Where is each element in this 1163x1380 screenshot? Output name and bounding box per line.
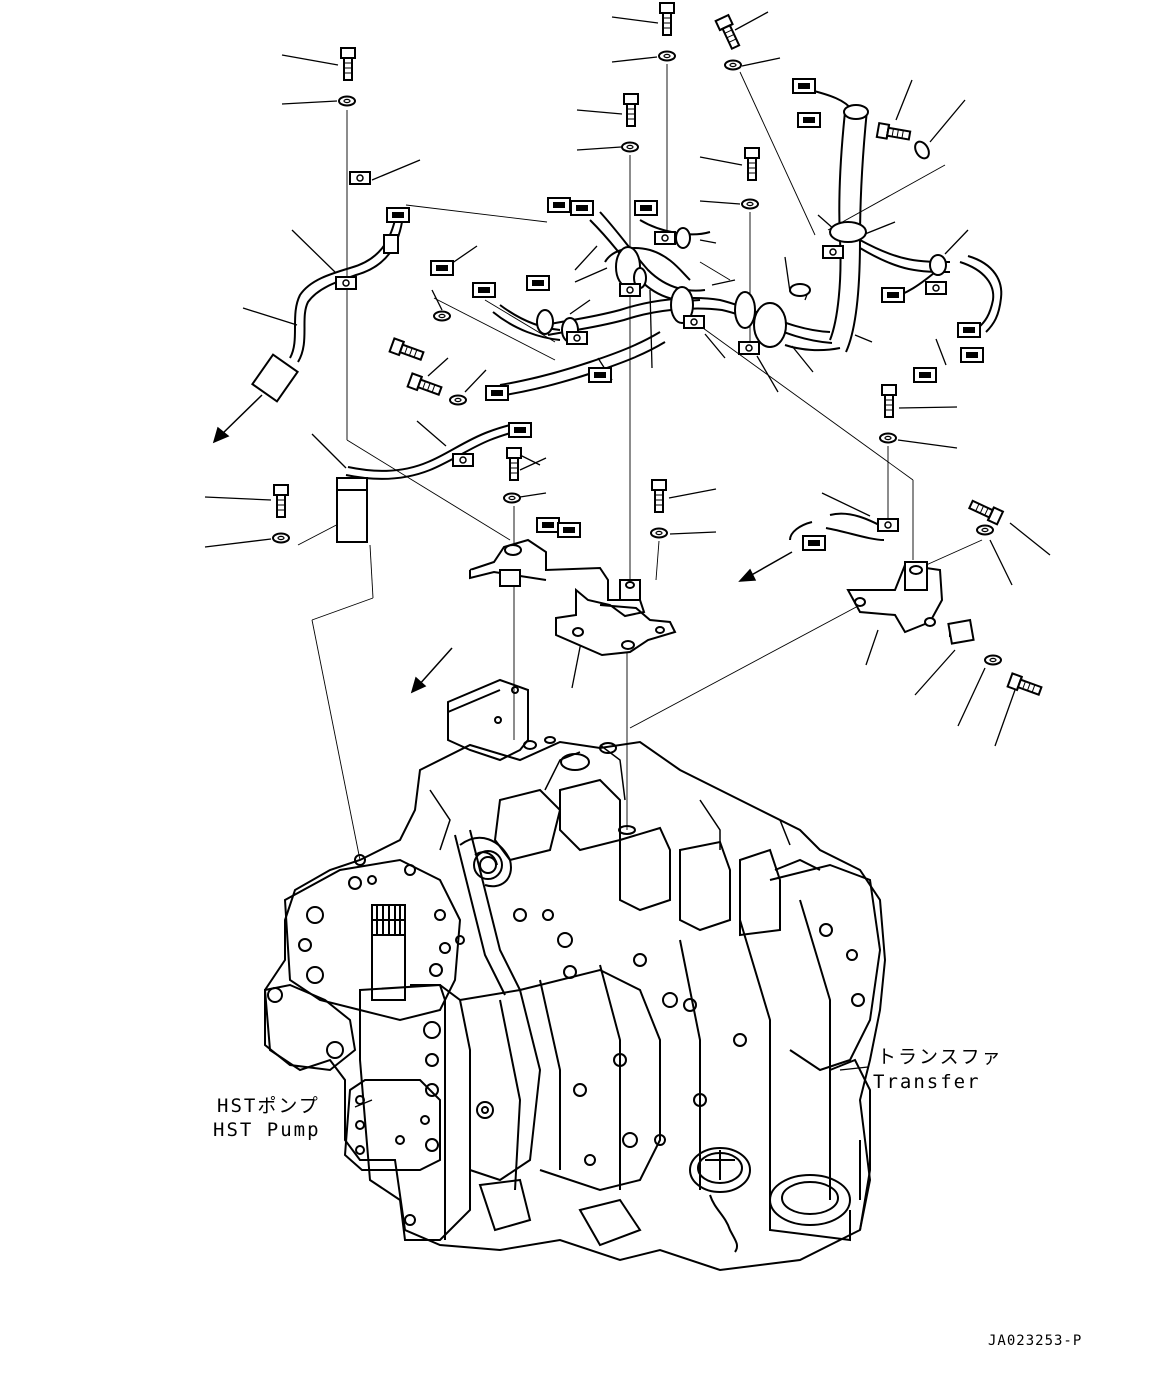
harness-clamps xyxy=(335,171,971,637)
wire-harness xyxy=(289,89,1003,541)
right-bracket xyxy=(846,561,975,645)
sensor-connector-left xyxy=(250,234,399,543)
bolts-and-washers xyxy=(272,2,1044,699)
direction-arrows xyxy=(212,394,793,694)
projection-lines xyxy=(297,64,983,861)
grommets xyxy=(536,104,947,348)
drawing-code: JA023253-P xyxy=(988,1333,1083,1349)
leader-lines xyxy=(204,11,1051,747)
hst-pump-label-en: HST Pump xyxy=(213,1119,321,1141)
transfer-label-en: Transfer xyxy=(873,1071,981,1093)
hst-pump-label-ja: HSTポンプ xyxy=(217,1095,320,1117)
part-name-leaders xyxy=(354,1066,869,1108)
center-bracket xyxy=(469,538,677,657)
transfer-label-ja: トランスファ xyxy=(877,1046,1003,1068)
transmission-assembly xyxy=(263,678,887,1272)
